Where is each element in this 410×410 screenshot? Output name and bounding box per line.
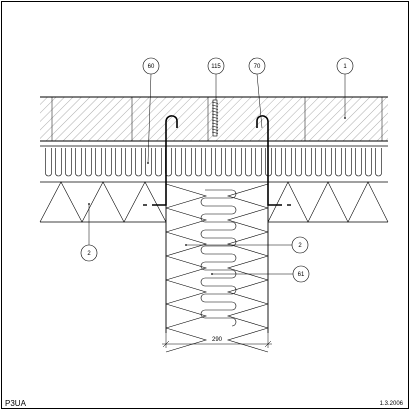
dimension-label: 290	[212, 337, 223, 343]
callout-60: 60	[142, 57, 160, 75]
callout-115: 115	[207, 57, 225, 75]
callout-1: 1	[336, 57, 354, 75]
svg-text:70: 70	[254, 64, 261, 70]
svg-text:61: 61	[298, 272, 305, 278]
left-hook-anchor	[152, 115, 178, 206]
callout-2-left: 2	[80, 244, 98, 262]
central-column	[165, 182, 269, 353]
drawing-code: P3UA	[5, 399, 27, 408]
dimension-line	[162, 333, 272, 348]
zigzag-layer	[39, 181, 389, 223]
callout-leaders	[88, 73, 346, 275]
svg-text:115: 115	[211, 64, 221, 70]
fastener-dowel	[211, 99, 219, 137]
svg-text:2: 2	[87, 251, 91, 257]
svg-text:60: 60	[148, 64, 155, 70]
anchor-hooks	[143, 115, 291, 206]
drawing-date: 1.3.2006	[380, 401, 404, 407]
corrugated-insulation	[40, 145, 388, 183]
callout-70: 70	[248, 57, 266, 75]
callout-2-right: 2	[291, 236, 309, 254]
right-hook-anchor	[256, 115, 282, 206]
leader-dots	[88, 117, 346, 275]
callout-61: 61	[292, 265, 310, 283]
svg-text:2: 2	[298, 243, 302, 249]
svg-text:1: 1	[343, 64, 347, 70]
